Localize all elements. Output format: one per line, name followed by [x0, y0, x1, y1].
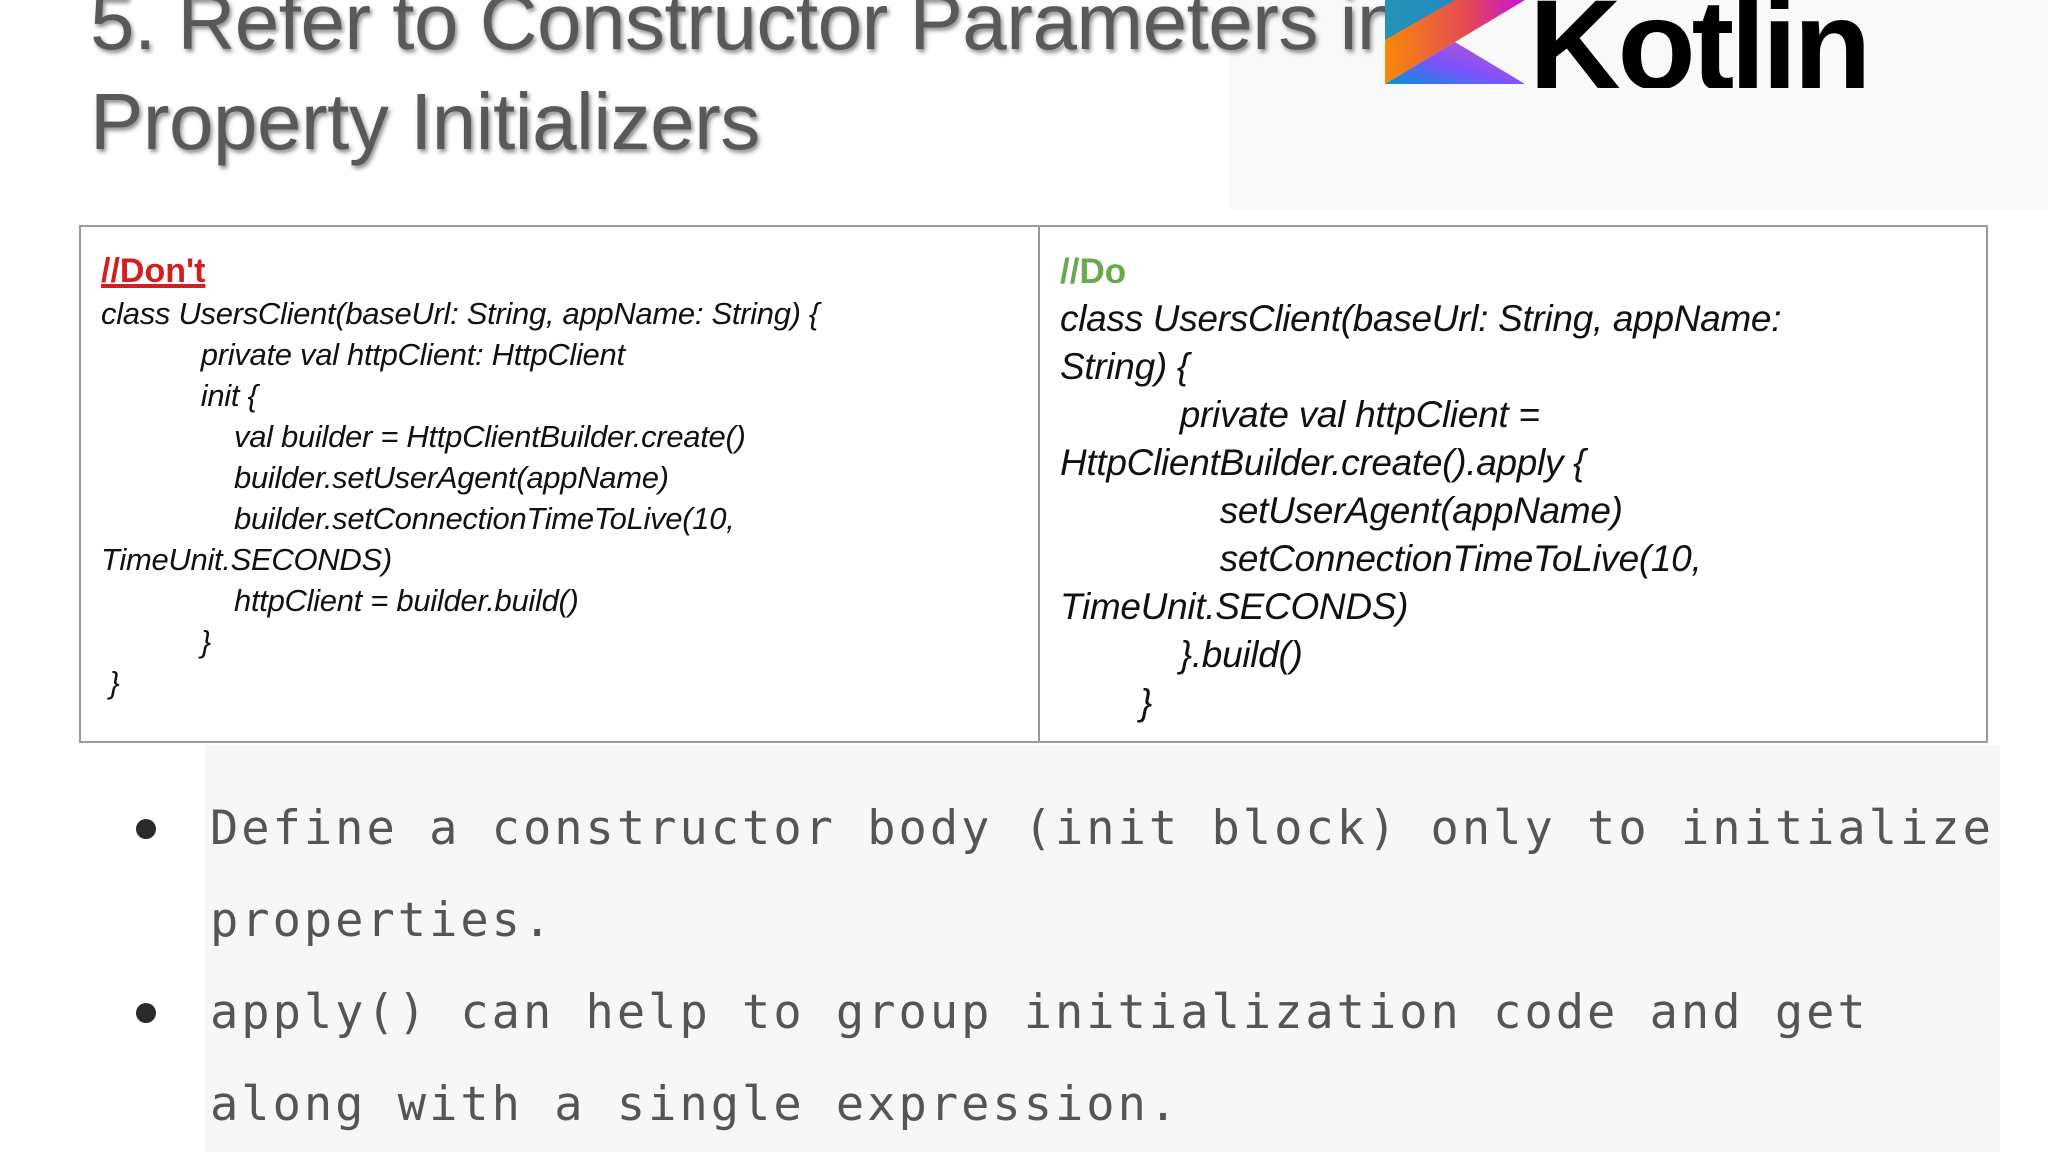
code-line: httpClient = builder.build()	[101, 583, 579, 618]
bullet-text: Define a constructor body (init block) o…	[210, 801, 1994, 948]
code-line: TimeUnit.SECONDS)	[1060, 586, 1409, 627]
code-line: TimeUnit.SECONDS)	[101, 542, 392, 577]
bullet-dot-icon	[136, 1003, 156, 1023]
background-overlay-bottom	[205, 745, 2000, 1152]
code-line: init {	[101, 378, 258, 413]
comparison-table: //Don't class UsersClient(baseUrl: Strin…	[79, 225, 1988, 743]
background-overlay	[1230, 0, 2048, 210]
code-line: }.build()	[1060, 634, 1303, 675]
code-line: HttpClientBuilder.create().apply {	[1060, 442, 1586, 483]
code-line: String) {	[1060, 346, 1189, 387]
bullet-item: apply() can help to group initialization…	[130, 967, 2010, 1151]
dont-label: //Don't	[101, 252, 206, 290]
slide-title: 5. Refer to Constructor Parameters in Pr…	[90, 0, 1401, 166]
code-line: }	[101, 665, 120, 700]
bullet-text: apply() can help to group initialization…	[210, 985, 1869, 1132]
code-line: }	[101, 624, 211, 659]
code-line: val builder = HttpClientBuilder.create()	[101, 419, 746, 454]
code-line: }	[1060, 682, 1152, 723]
code-line: builder.setUserAgent(appName)	[101, 460, 669, 495]
dont-code-block: class UsersClient(baseUrl: String, appNa…	[101, 293, 1038, 703]
code-line: class UsersClient(baseUrl: String, appNa…	[1060, 298, 1782, 339]
code-line: setUserAgent(appName)	[1060, 490, 1623, 531]
code-line: private val httpClient =	[1060, 394, 1540, 435]
do-label: //Do	[1060, 252, 1127, 291]
do-example-cell: //Do class UsersClient(baseUrl: String, …	[1040, 227, 1986, 741]
code-line: private val httpClient: HttpClient	[101, 337, 625, 372]
kotlin-logo: Kotlin	[1385, 0, 2048, 88]
bullet-list: Define a constructor body (init block) o…	[130, 783, 2010, 1151]
code-line: builder.setConnectionTimeToLive(10,	[101, 501, 735, 536]
code-line: class UsersClient(baseUrl: String, appNa…	[101, 296, 820, 331]
bullet-item: Define a constructor body (init block) o…	[130, 783, 2010, 967]
bullet-dot-icon	[136, 819, 156, 839]
dont-example-cell: //Don't class UsersClient(baseUrl: Strin…	[81, 227, 1040, 741]
kotlin-wordmark: Kotlin	[1529, 0, 1868, 88]
do-code-block: class UsersClient(baseUrl: String, appNa…	[1060, 295, 1986, 727]
code-line: setConnectionTimeToLive(10,	[1060, 538, 1702, 579]
kotlin-logo-icon	[1385, 0, 1525, 84]
